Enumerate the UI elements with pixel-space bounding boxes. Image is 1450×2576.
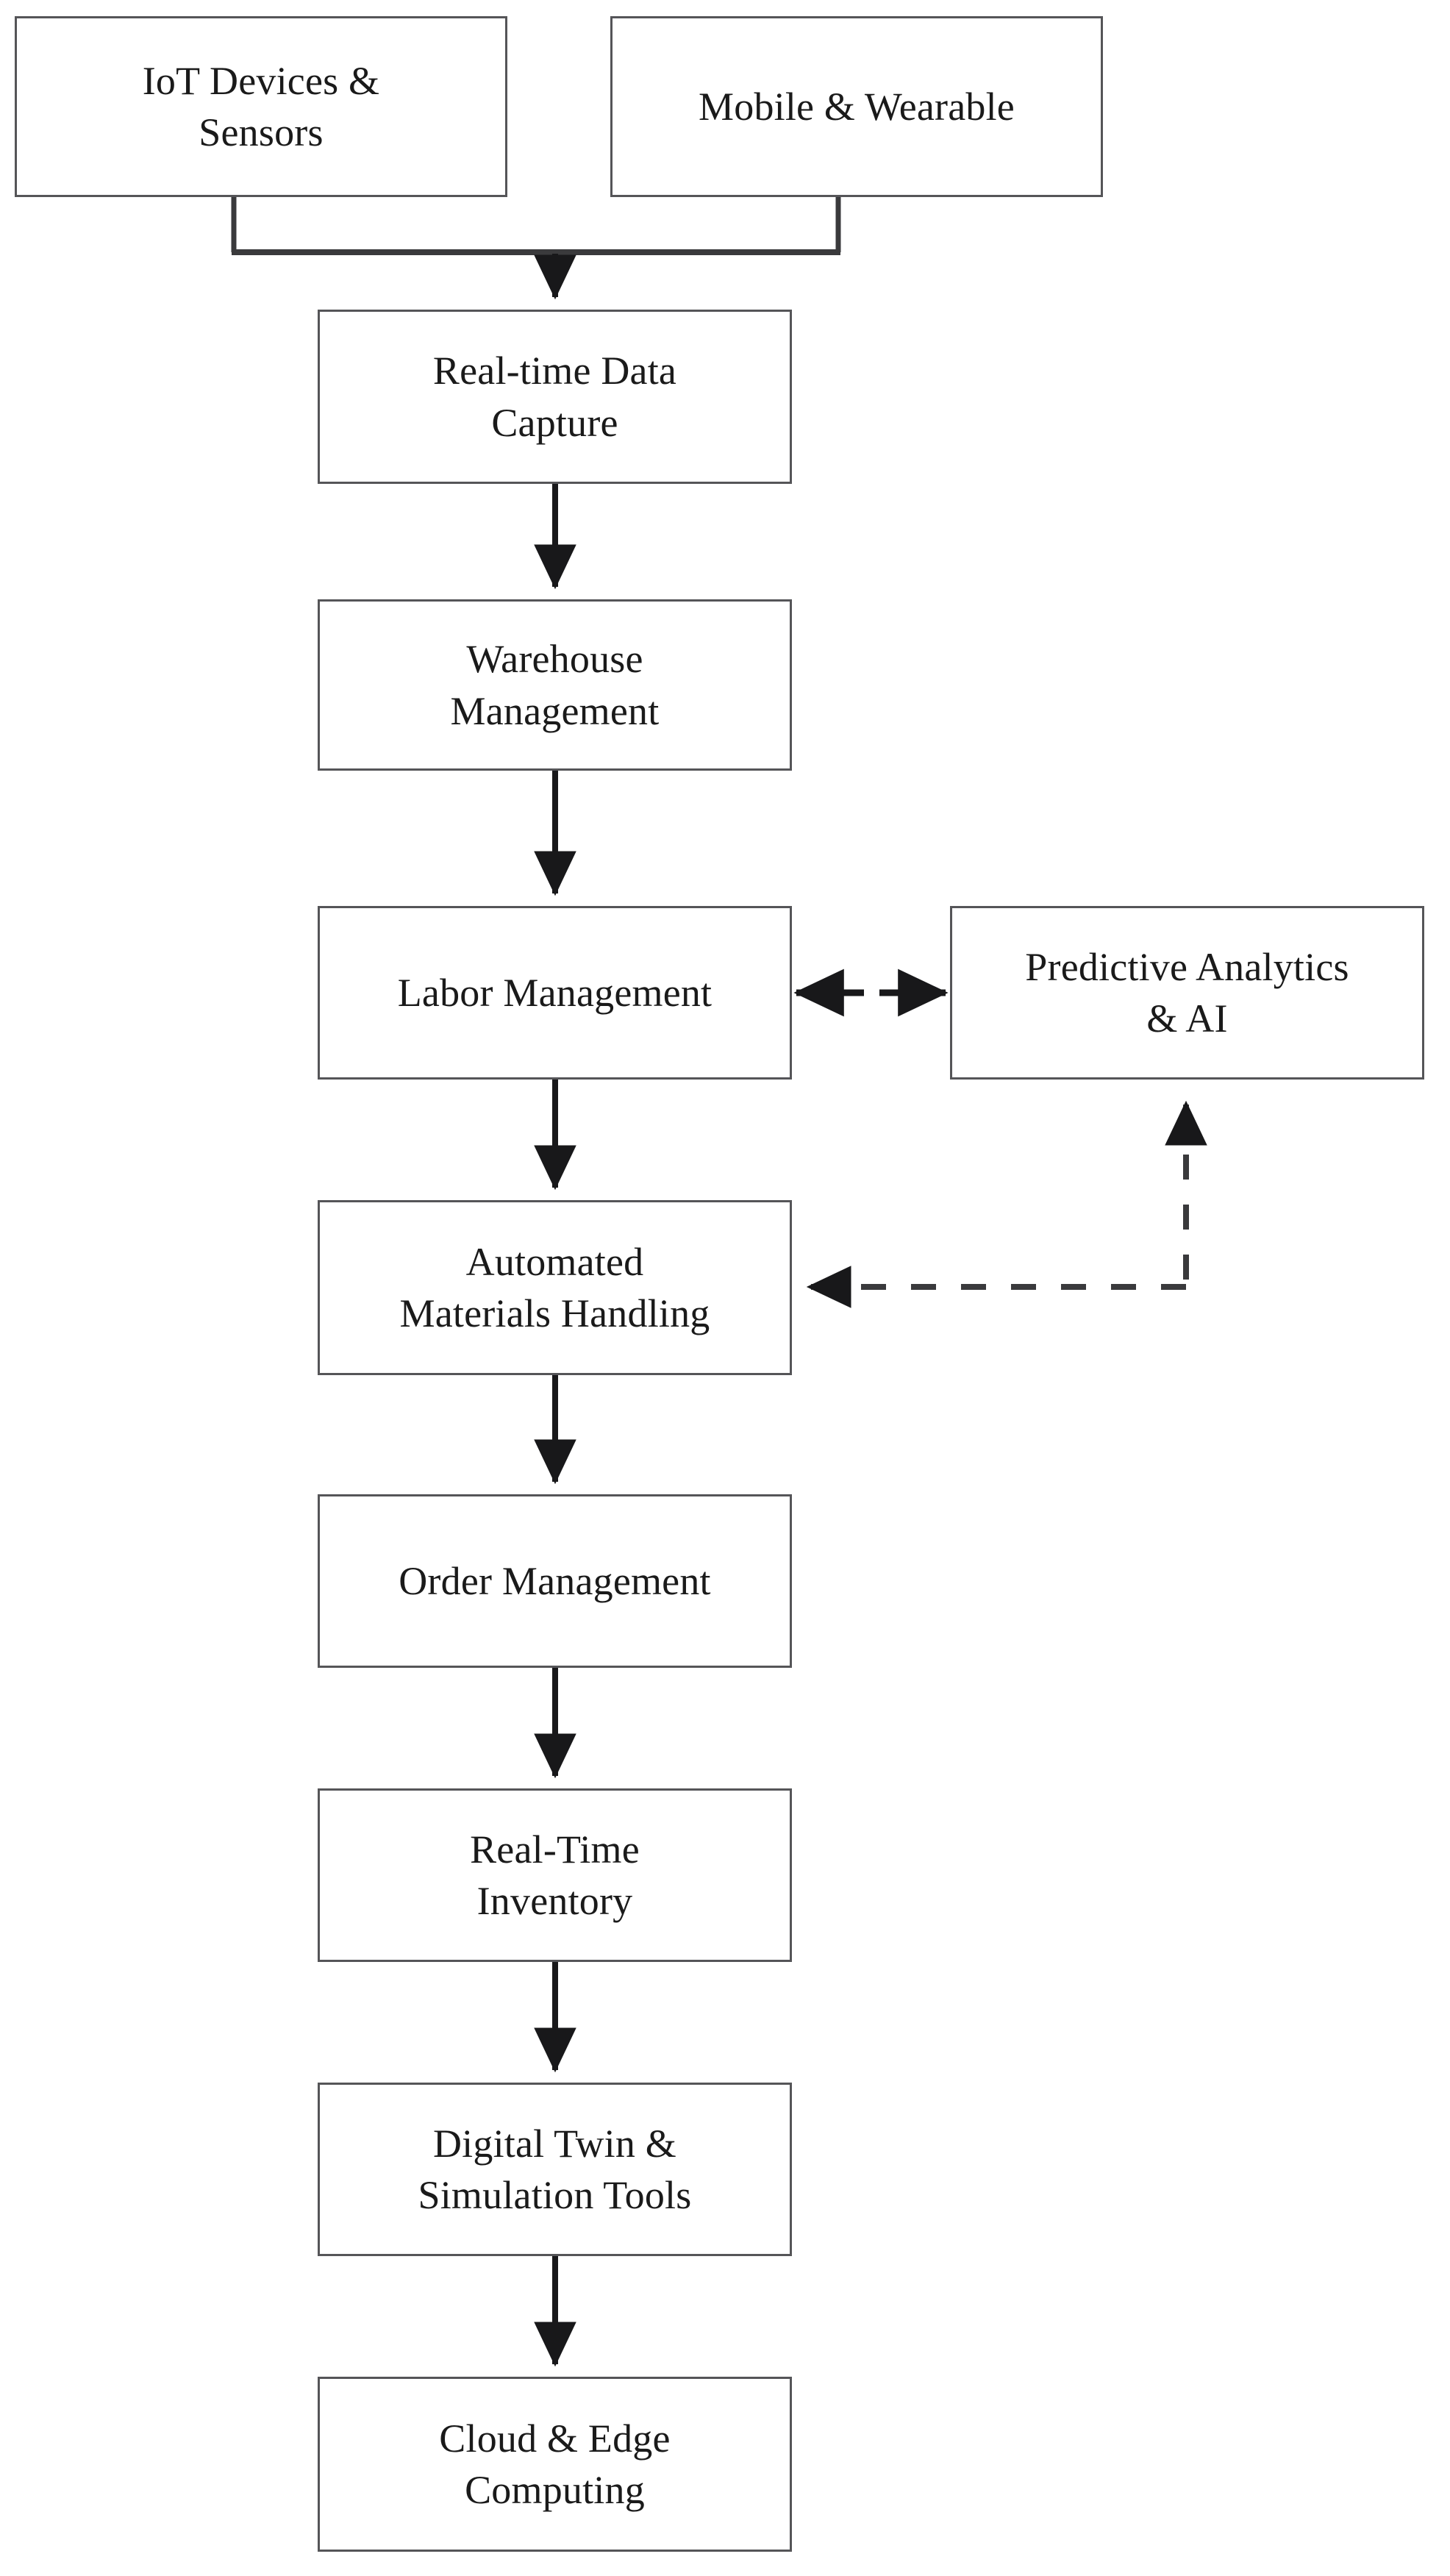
node-label-warehouse: Warehouse Management [450,637,660,733]
node-label-analytics: Predictive Analytics & AI [1025,944,1349,1041]
node-twin[interactable]: Digital Twin & Simulation Tools [318,2083,792,2256]
node-label-inventory: Real-Time Inventory [470,1827,640,1923]
node-label-mobile: Mobile & Wearable [699,84,1015,129]
node-capture[interactable]: Real-time Data Capture [318,310,792,484]
node-warehouse[interactable]: Warehouse Management [318,599,792,771]
node-iot[interactable]: IoT Devices & Sensors [15,16,507,197]
node-label-capture: Real-time Data Capture [432,349,677,445]
node-materials[interactable]: Automated Materials Handling [318,1200,792,1375]
node-label-cloud: Cloud & Edge Computing [439,2416,671,2512]
node-cloud[interactable]: Cloud & Edge Computing [318,2377,792,2552]
node-label-twin: Digital Twin & Simulation Tools [418,2121,692,2217]
node-label-iot: IoT Devices & Sensors [142,58,380,154]
node-label-order: Order Management [399,1558,711,1603]
node-label-labor: Labor Management [397,970,712,1015]
node-label-materials: Automated Materials Handling [399,1239,710,1335]
node-mobile[interactable]: Mobile & Wearable [610,16,1103,197]
node-order[interactable]: Order Management [318,1494,792,1668]
node-analytics[interactable]: Predictive Analytics & AI [950,906,1424,1080]
node-labor[interactable]: Labor Management [318,906,792,1080]
node-inventory[interactable]: Real-Time Inventory [318,1788,792,1962]
edge-analytics-to-materials-dashed [806,1100,1207,1308]
